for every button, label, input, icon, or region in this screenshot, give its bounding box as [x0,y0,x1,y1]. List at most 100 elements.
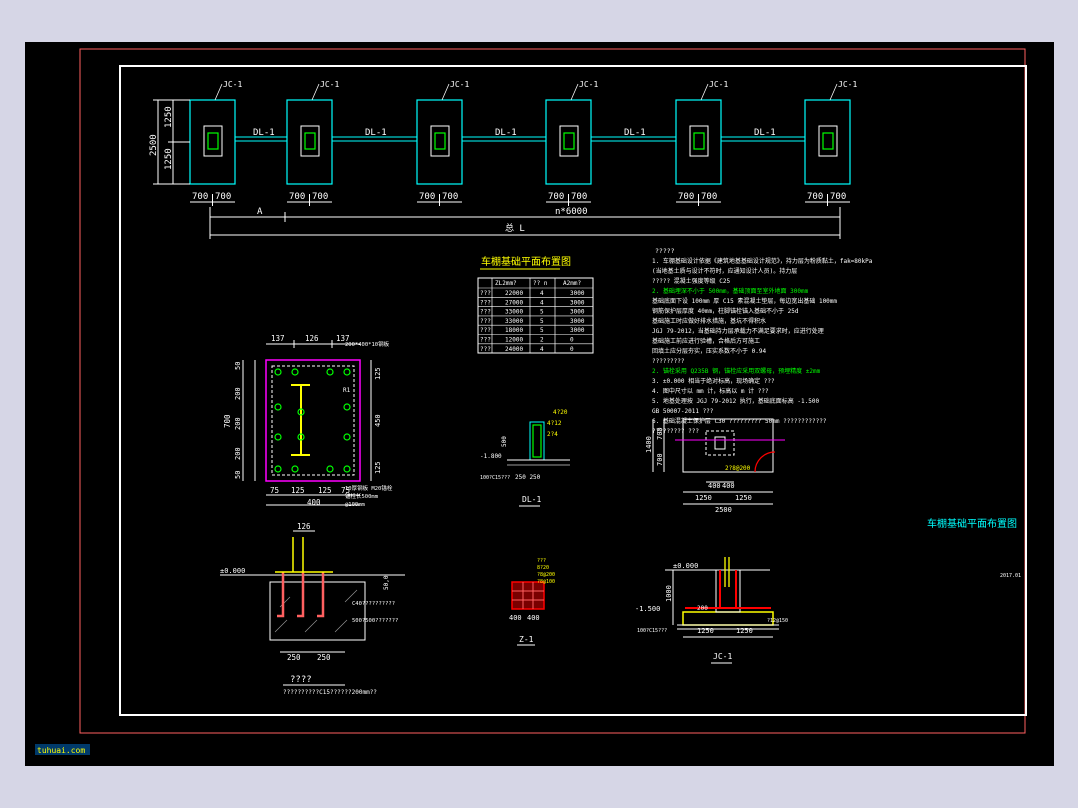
footing-plan-dim-v2: 700 [656,453,664,466]
beam-elev: -1.800 [480,453,502,460]
anchor-dim-left-3: 200 [234,417,242,430]
anchor-section-side: 50,0 [383,575,390,590]
footing-section-dim-v: 1000 [665,585,673,602]
column-pier-5 [689,125,709,157]
column-note-3: ?8@200 [537,572,555,578]
anchor-section-elev: ±0.000 [220,567,245,575]
column-rebar-6 [822,132,834,150]
drawing-date: 2017.01 [1000,573,1021,579]
footing-plan-dim-h2: 400 [722,482,735,490]
anchor-bolt-4 [343,403,351,411]
width-dim-left-2: 700 [289,192,305,202]
axis-a-label: A [257,207,263,217]
footing-section-elev-bottom: -1.500 [635,605,660,613]
column-tag-1: JC-1 [223,80,242,89]
table-cell: 4 [540,346,544,353]
column-pad-6 [804,99,851,185]
column-pad-1 [189,99,236,185]
column-tag-6: JC-1 [838,80,857,89]
anchor-dim-left-5: 50 [234,471,242,479]
notes-line: 3. ±0.000 相当于绝对标高，现场确定 ??? [652,377,775,385]
anchor-section-note-1: C40?????????? [352,601,395,607]
anchor-dim-right-3: 125 [374,461,382,474]
beam-bottom-note: 100?C15??? [480,475,510,481]
notes-line: JGJ 79-2012，当基础持力层承载力不满足要求时，应进行处理 [652,327,824,335]
table-cell: 33000 [505,318,523,325]
column-pad-4 [545,99,592,185]
beam-bar-mid: 4?12 [547,420,562,427]
column-leader-5 [700,83,709,101]
general-notes: ????? 1. 车棚基础设计依据《建筑地基基础设计规范》，持力层为粉质黏土，f… [652,247,873,435]
column-dim-2: 400 [527,614,540,622]
column-rebar-2 [304,132,316,150]
table-cell: 27000 [505,299,523,306]
footing-section: ±0.000 -1.500 1250 1250 1000 200 100?C15… [635,557,788,664]
footing-plan: 1400 700 700 400 400 1250 1250 2500 2?8@… [645,418,785,514]
anchor-section-note-2: 500?500??????? [352,618,398,624]
table-cell: ??? [480,346,491,353]
notes-heading: ????? [655,247,675,255]
beam-tag-2: DL-1 [365,128,387,138]
width-dim-left-6: 700 [807,192,823,202]
table-cell: 18000 [505,327,523,334]
table-cell: 5 [540,309,544,316]
width-dim-left-4: 700 [548,192,564,202]
notes-line: ????????? ??? [652,428,699,435]
anchor-section-dim-2: 250 [317,653,331,662]
table-cell: 3000 [570,309,585,316]
anchor-top-note: 200*400*10钢板 [345,340,390,348]
footing-plan-dim-h3: 1250 [695,494,712,502]
column-rebar-1 [207,132,219,150]
notes-line: 2. 基础埋深不小于 500mm，基础顶面至室外地面 300mm [652,287,809,295]
notes-line: 5. 地基处理按 JGJ 79-2012 执行，基础底面标高 -1.500 [652,397,819,405]
footing-section-dim-1: 1250 [697,627,714,635]
column-pier-6 [818,125,838,157]
column-label: Z-1 [519,635,534,644]
table-cell: 24000 [505,346,523,353]
table-cell: 5 [540,327,544,334]
anchor-bolt-9 [291,465,299,473]
footing-section-elev-top: ±0.000 [673,562,698,570]
beam-tag-4: DL-1 [624,128,646,138]
table-cell: 3000 [570,299,585,306]
site-logo: tuhuai.com [35,744,90,755]
beam-dim-500: 500 [501,436,508,447]
anchor-bolt-3 [274,403,282,411]
column-rebar-5 [693,132,705,150]
column-leader-4 [570,83,579,101]
column-tag-3: JC-1 [450,80,469,89]
notes-line: 基础底面下设 100mm 厚 C15 素混凝土垫层，每边宽出基础 100mm [652,297,837,305]
table-header-1: ZL2mm? [495,280,517,287]
footing-section-bottom-note: 100?C15??? [637,628,667,634]
table-cell: 3000 [570,327,585,334]
notes-line: ????? 混凝土强度等级 C25 [652,277,731,285]
beam-tag-5: DL-1 [754,128,776,138]
column-leader-1 [214,83,223,101]
notes-line: ????????? [652,358,685,365]
width-dim-right-3: 700 [442,192,458,202]
column-pad-2 [286,99,333,185]
column-dim-1: 400 [509,614,522,622]
column-note-4: ?8@100 [537,579,555,585]
table-cell: 22000 [505,290,523,297]
anchor-section: ±0.000 250 250 126 50,0 C40?????????? 50… [220,522,405,696]
drawing-title: 车棚基础平面布置图 [927,517,1017,530]
notes-line: 基础施工前应进行验槽，合格后方可施工 [652,337,760,345]
column-pad-5 [675,99,722,185]
column-note-2: 8?20 [537,565,549,571]
anchor-dim-right-1: 125 [374,367,382,380]
width-dim-right-1: 700 [215,192,231,202]
notes-line: 1. 车棚基础设计依据《建筑地基基础设计规范》，持力层为粉质黏土，fak=80k… [652,257,873,265]
column-pier-4 [559,125,579,157]
column-leader-6 [829,83,838,101]
anchor-dim-left-total: 700 [223,414,232,428]
anchor-dim-bottom-2: 125 [291,486,305,495]
column-pad-3 [416,99,463,185]
table-cell: 5 [540,318,544,325]
anchor-section-dim-1: 250 [287,653,301,662]
table-header-3: A2mm? [563,280,581,287]
table-cell: ??? [480,299,491,306]
anchor-bolt-11 [291,368,299,376]
anchor-dim-left-4: 200 [234,447,242,460]
